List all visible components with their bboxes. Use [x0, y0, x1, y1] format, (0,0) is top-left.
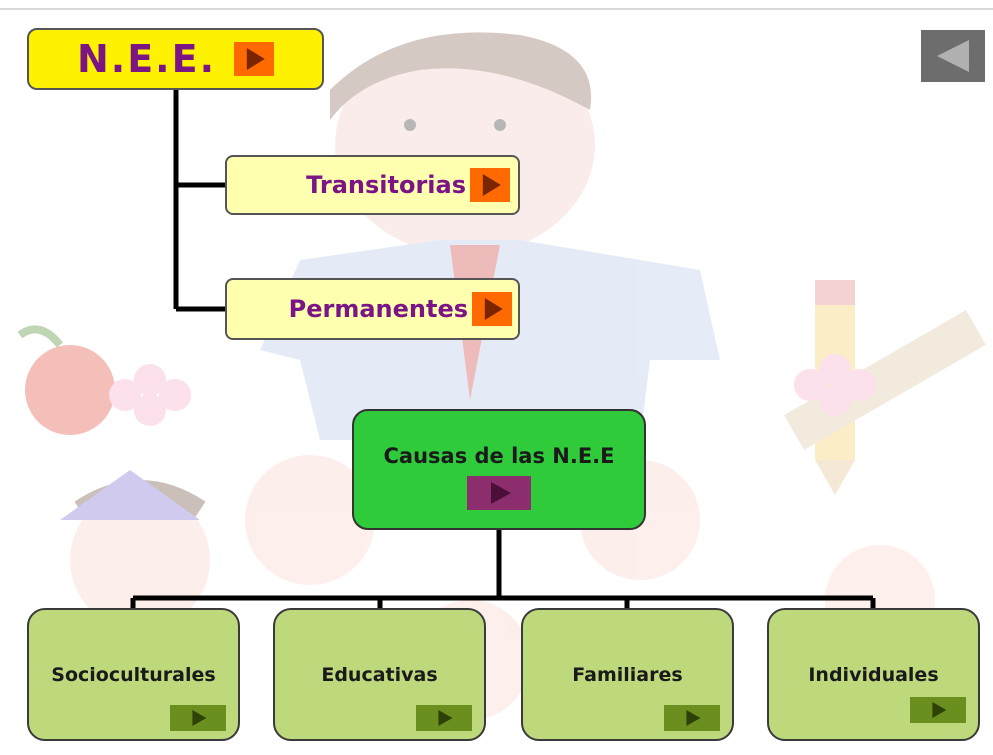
- causes-root-node[interactable]: Causas de las N.E.E: [352, 409, 646, 530]
- subtype-transitorias[interactable]: Transitorias: [225, 155, 520, 215]
- play-arrow-icon[interactable]: [416, 705, 472, 731]
- cause-label: Familiares: [572, 663, 683, 686]
- subtype-permanentes[interactable]: Permanentes: [225, 278, 520, 340]
- play-arrow-icon[interactable]: [170, 705, 226, 731]
- cause-educativas[interactable]: Educativas: [273, 608, 486, 741]
- play-arrow-icon[interactable]: [664, 705, 720, 731]
- play-arrow-icon[interactable]: [472, 292, 512, 326]
- nee-root-label: N.E.E.: [76, 37, 217, 81]
- nee-root-node[interactable]: N.E.E.: [27, 28, 324, 90]
- causes-root-label: Causas de las N.E.E: [383, 443, 615, 468]
- subtype-label: Transitorias: [306, 171, 466, 199]
- cause-individuales[interactable]: Individuales: [767, 608, 980, 741]
- cause-label: Individuales: [808, 663, 939, 686]
- play-arrow-icon[interactable]: [234, 42, 275, 76]
- subtype-label: Permanentes: [288, 295, 468, 323]
- cause-label: Socioculturales: [51, 663, 216, 686]
- cause-familiares[interactable]: Familiares: [521, 608, 734, 741]
- cause-label: Educativas: [321, 663, 438, 686]
- cause-socioculturales[interactable]: Socioculturales: [27, 608, 240, 741]
- play-arrow-icon[interactable]: [910, 697, 966, 723]
- back-button[interactable]: [921, 30, 985, 82]
- play-arrow-icon[interactable]: [467, 475, 531, 510]
- top-divider: [0, 8, 993, 10]
- play-arrow-icon[interactable]: [470, 168, 510, 202]
